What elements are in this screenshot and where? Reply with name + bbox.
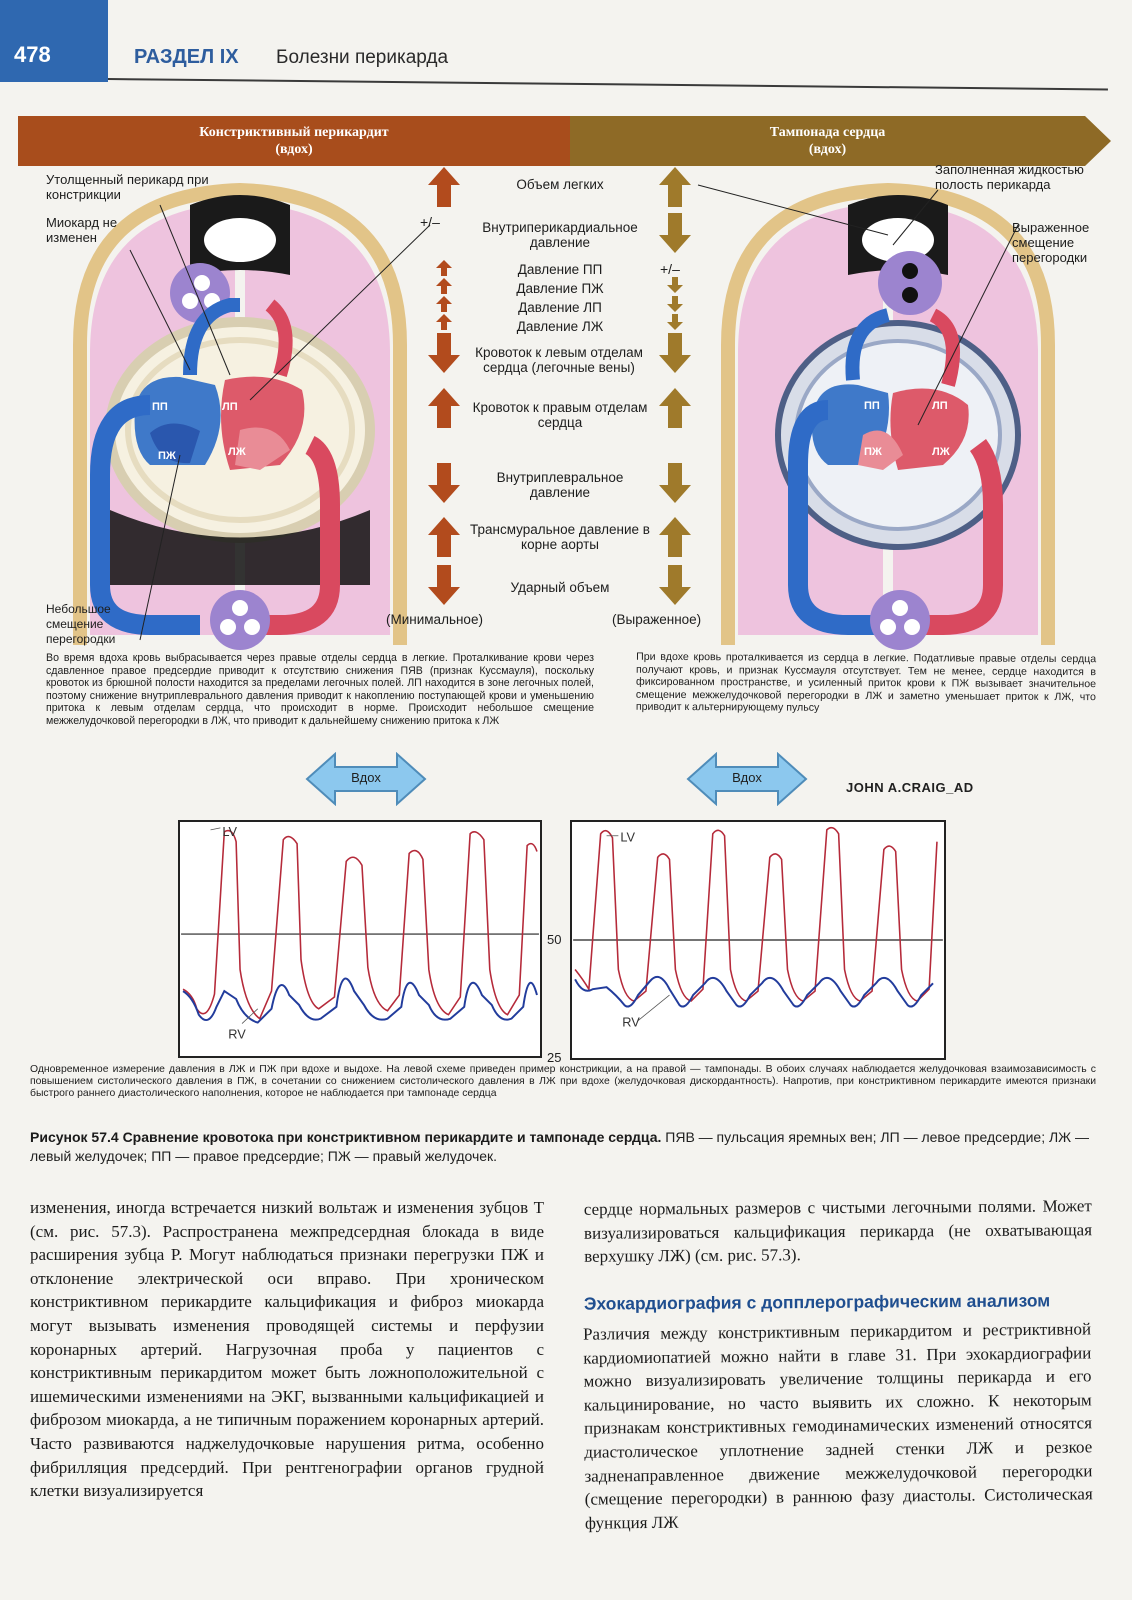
caption-label: Рисунок 57.4 bbox=[30, 1129, 119, 1145]
banner-arrow-tip bbox=[1085, 116, 1111, 166]
pressure-measurement-note: Одновременное измерение давления в ЛЖ и … bbox=[30, 1064, 1096, 1099]
banner-tamponade: Тампонада сердца (вдох) bbox=[570, 116, 1085, 166]
inspiration-arrow-right-icon bbox=[686, 752, 808, 806]
param-left-heart-flow: Кровоток к левым отделам сердца (легочны… bbox=[475, 345, 643, 375]
header-rule bbox=[107, 78, 1108, 91]
label-thickened-pericardium: Утолщенный перикард при констрикции bbox=[46, 172, 209, 202]
pressure-trace-tamponade: LV RV bbox=[570, 820, 946, 1060]
figure-caption: Рисунок 57.4 Сравнение кровотока при кон… bbox=[30, 1128, 1090, 1166]
inspiration-arrow-left-icon bbox=[305, 752, 427, 806]
inspiration-label-right: Вдох bbox=[732, 770, 762, 785]
param-intrapleural-pressure: Внутриплевральное давление bbox=[496, 470, 624, 500]
trace-rv-label-2: RV bbox=[622, 1015, 640, 1030]
axis-tick-25: 25 bbox=[547, 1050, 562, 1065]
trace-rv-label: RV bbox=[228, 1026, 246, 1041]
left-label-lzh: ЛЖ bbox=[228, 446, 246, 458]
caption-abbreviations: ПЯВ — пульсация яремных вен; ЛП — левое … bbox=[30, 1129, 1089, 1164]
param-lp-pressure: Давление ЛП bbox=[518, 300, 602, 315]
label-myocardium-unchanged: Миокард не изменен bbox=[46, 215, 118, 245]
label-small-septal-shift: Небольшое смещение перегородки bbox=[46, 602, 116, 646]
inspiration-label-left: Вдох bbox=[351, 770, 381, 785]
plus-minus-left: +/– bbox=[420, 214, 440, 230]
label-fluid-filled-cavity: Заполненная жидкостью полость перикарда bbox=[935, 162, 1084, 192]
banner-constrictive: Констриктивный перикардит (вдох) bbox=[18, 116, 570, 166]
body-right-column-top: сердце нормальных размеров с чистыми лег… bbox=[583, 1196, 1093, 1266]
constrictive-heart-illustration bbox=[73, 182, 431, 650]
banner-constrictive-title: Констриктивный перикардит bbox=[199, 125, 389, 140]
banner-constrictive-sub: (вдох) bbox=[275, 142, 313, 157]
param-transmural-pressure: Трансмуральное давление в корне аорты bbox=[470, 522, 650, 552]
description-tamponade: При вдохе кровь проталкивается из сердца… bbox=[635, 650, 1097, 715]
caption-title: Сравнение кровотока при констриктивном п… bbox=[122, 1129, 662, 1145]
left-label-pzh: ПЖ bbox=[158, 450, 176, 462]
param-stroke-volume: Ударный объем bbox=[510, 580, 610, 595]
param-intrapericardial-pressure: Внутриперикардиальное давление bbox=[482, 220, 638, 250]
left-label-lp: ЛП bbox=[222, 401, 238, 413]
section-title: Болезни перикарда bbox=[276, 47, 449, 68]
label-pronounced: (Выраженное) bbox=[612, 612, 702, 627]
label-minimal: (Минимальное) bbox=[386, 612, 483, 627]
subsection-heading: Эхокардиография с допплерографическим ан… bbox=[583, 1290, 1051, 1314]
tamponade-heart-illustration bbox=[697, 182, 1055, 650]
pressure-trace-constrictive: LV RV bbox=[178, 820, 542, 1058]
param-lzh-pressure: Давление ЛЖ bbox=[516, 319, 604, 334]
left-label-pp: ПП bbox=[152, 401, 168, 413]
param-pp-pressure: Давление ПП bbox=[517, 262, 603, 277]
label-pronounced-septal-shift: Выраженное смещение перегородки bbox=[1012, 220, 1090, 265]
plus-minus-right: +/– bbox=[660, 261, 680, 277]
description-constrictive: Во время вдоха кровь выбрасывается через… bbox=[46, 652, 594, 727]
trace-lv-label-2: LV bbox=[620, 830, 635, 845]
param-lung-volume: Объем легких bbox=[516, 177, 604, 192]
illustrator-signature: JOHN A.CRAIG_AD bbox=[846, 780, 974, 795]
right-label-pp: ПП bbox=[864, 400, 880, 412]
section-label: РАЗДЕЛ IX bbox=[134, 46, 239, 68]
body-right-column-bottom: Различия между констриктивным перикардит… bbox=[582, 1319, 1093, 1533]
axis-tick-50: 50 bbox=[547, 932, 562, 947]
banner-tamponade-title: Тампонада сердца bbox=[769, 125, 886, 140]
param-pzh-pressure: Давление ПЖ bbox=[516, 281, 604, 296]
banner-tamponade-sub: (вдох) bbox=[808, 142, 847, 157]
param-right-heart-flow: Кровоток к правым отделам сердца bbox=[472, 400, 648, 430]
right-label-lzh: ЛЖ bbox=[932, 446, 950, 458]
page-number: 478 bbox=[0, 0, 108, 82]
right-label-lp: ЛП bbox=[932, 400, 948, 412]
trace-lv-label: LV bbox=[222, 824, 237, 839]
right-label-pzh: ПЖ bbox=[864, 446, 882, 458]
body-left-column: изменения, иногда встречается низкий вол… bbox=[30, 1198, 544, 1501]
